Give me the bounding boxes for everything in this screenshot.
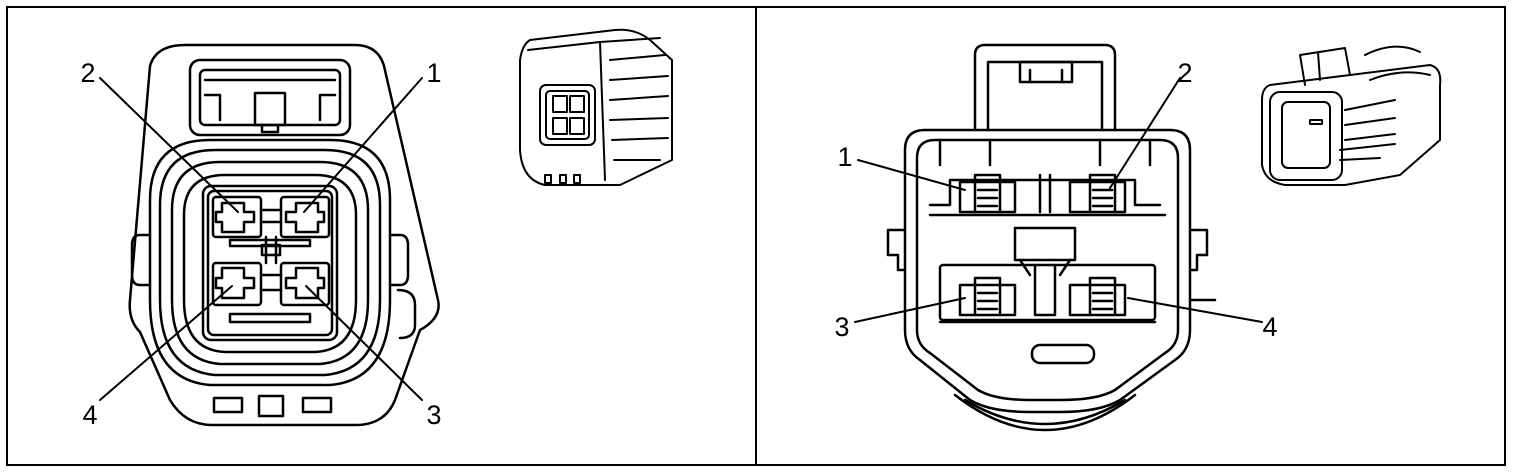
panel-divider <box>755 6 757 466</box>
left-pin-3-label: 3 <box>426 400 441 430</box>
left-leader-lines <box>99 77 423 401</box>
right-pin-2-label: 2 <box>1177 58 1192 88</box>
left-pin-2-label: 2 <box>80 58 95 88</box>
right-connector-inset <box>1261 45 1442 186</box>
right-pin-1-label: 1 <box>837 142 852 172</box>
right-pin-3-label: 3 <box>834 312 849 342</box>
left-connector-face <box>128 43 440 427</box>
right-pin-4-label: 4 <box>1262 312 1277 342</box>
left-pin-4-label: 4 <box>82 400 97 430</box>
left-pin-1-label: 1 <box>426 58 441 88</box>
right-connector-face <box>886 43 1217 432</box>
left-connector-inset <box>519 28 673 186</box>
right-leader-lines <box>854 77 1263 323</box>
